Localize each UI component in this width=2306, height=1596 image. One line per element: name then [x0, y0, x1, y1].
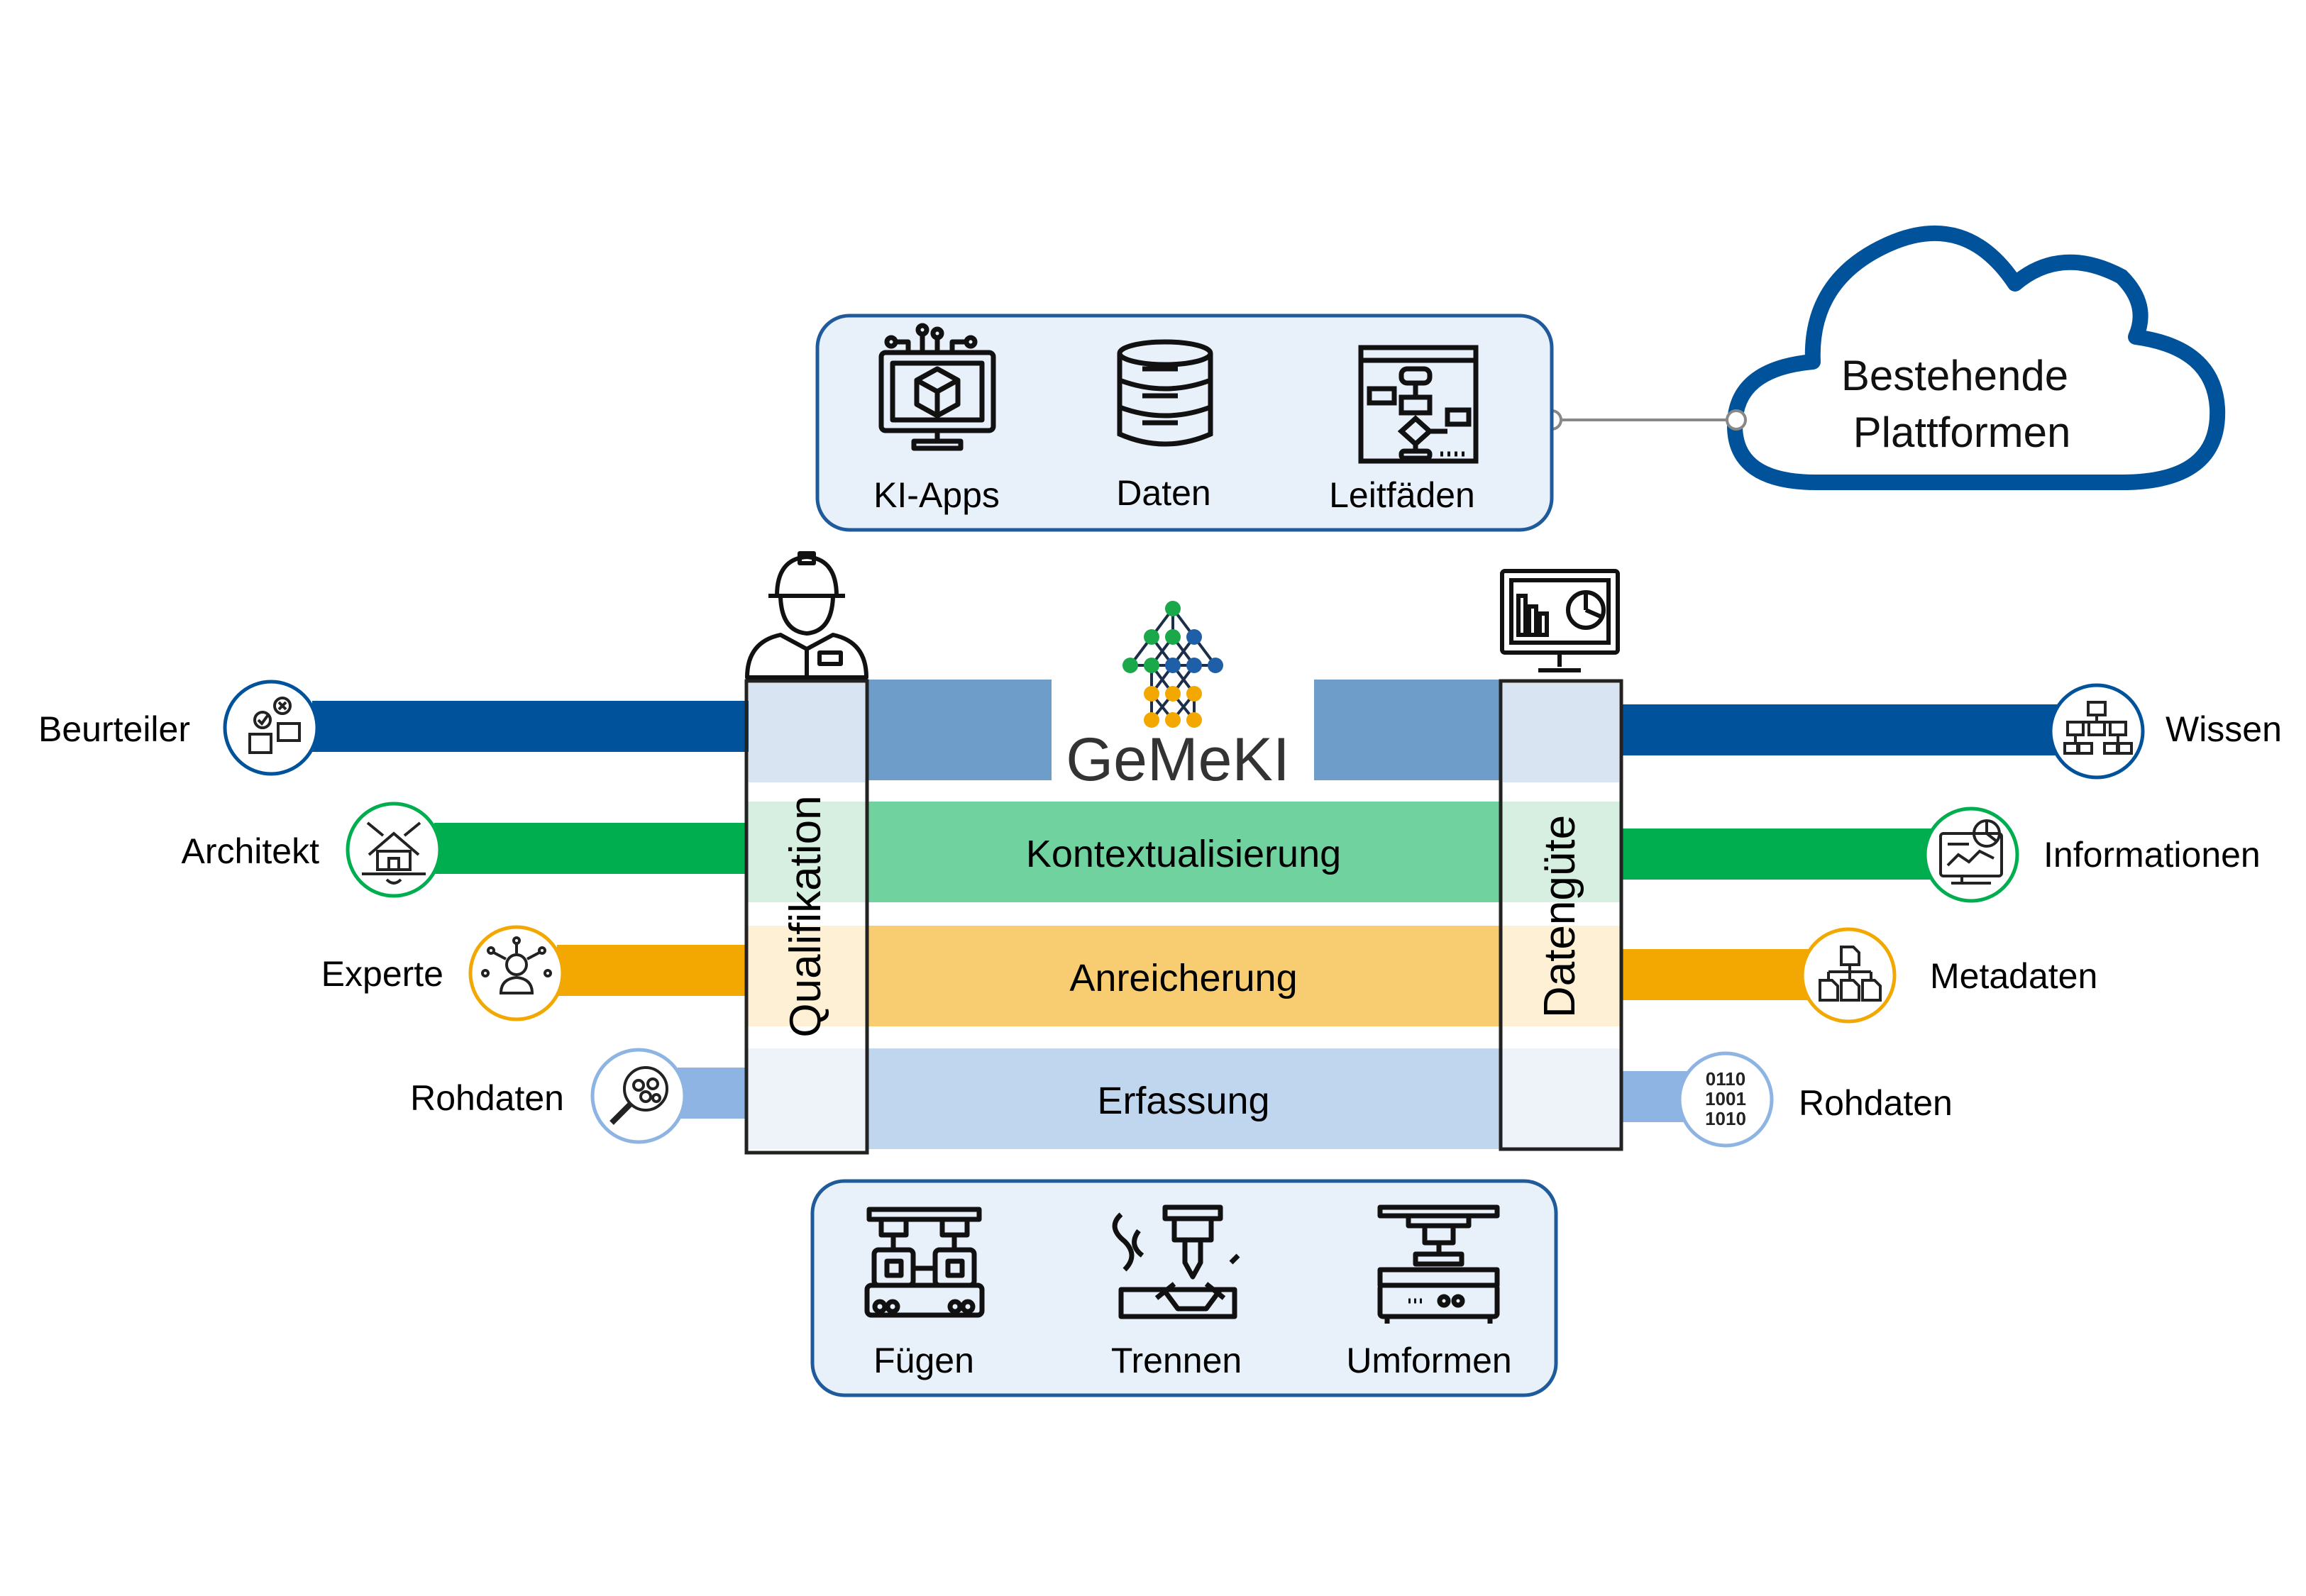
- cutting-tool-icon: [1112, 1204, 1240, 1319]
- layer-label: Anreicherung: [1069, 957, 1297, 999]
- logo-wordmark: GeMeKI: [1066, 726, 1289, 794]
- dashboard-monitor-icon: [1500, 569, 1620, 672]
- layer-label: Erfassung: [1097, 1080, 1269, 1122]
- worker-icon: [745, 551, 868, 680]
- left-connection-bars: [312, 701, 749, 1119]
- right-role-rohdaten: 0110 1001 1010 Rohdaten: [1677, 1051, 1953, 1148]
- bottom-item-label: Fügen: [873, 1341, 974, 1380]
- role-label: Rohdaten: [410, 1078, 564, 1118]
- role-label: Metadaten: [1930, 956, 2097, 996]
- layer-erfassung: [867, 1048, 1501, 1149]
- layer-top-left: [867, 680, 1052, 780]
- flowchart-guide-icon: [1358, 345, 1479, 464]
- layer-anreicherung: [867, 926, 1501, 1026]
- top-item-label: KI-Apps: [873, 475, 1000, 515]
- role-label: Beurteiler: [38, 709, 190, 749]
- top-item-label: Leitfäden: [1329, 475, 1475, 515]
- cloud: Bestehende Plattformen: [1727, 225, 2226, 490]
- top-platform-box: KI-Apps Daten Leitfäden: [815, 314, 1554, 532]
- left-role-architekt: Architekt: [181, 802, 442, 898]
- ai-app-monitor-icon: [878, 323, 996, 451]
- layer-label: Kontextualisierung: [1026, 833, 1341, 875]
- role-label: Wissen: [2166, 709, 2282, 749]
- svg-text:1010: 1010: [1705, 1108, 1746, 1129]
- left-role-rohdaten: Rohdaten: [410, 1048, 687, 1144]
- database-icon: [1117, 339, 1213, 447]
- layer-top-right: [1314, 680, 1501, 780]
- left-role-experte: Experte: [321, 925, 565, 1021]
- right-role-wissen: Wissen: [2048, 683, 2282, 780]
- press-machine-icon: [1377, 1204, 1500, 1324]
- role-label: Rohdaten: [1799, 1083, 1953, 1123]
- pillar-label: Qualifikation: [781, 795, 830, 1037]
- svg-text:1001: 1001: [1705, 1088, 1746, 1109]
- magnifier-data-icon: [590, 1048, 687, 1144]
- cloud-connector: [1541, 409, 1747, 431]
- binary-code-icon: [1677, 1051, 1774, 1148]
- svg-text:0110: 0110: [1706, 1068, 1745, 1090]
- layer-kontextualisierung: [867, 802, 1501, 902]
- bottom-item-label: Trennen: [1111, 1341, 1242, 1380]
- bottom-item-label: Umformen: [1346, 1341, 1511, 1380]
- pillar-qualifikation: Qualifikation: [744, 679, 869, 1155]
- right-role-informationen: Informationen: [1923, 807, 2261, 903]
- hierarchy-icon: [2048, 683, 2145, 780]
- joining-machine-icon: [864, 1207, 985, 1318]
- layer-stack: Kontextualisierung Anreicherung Erfassun…: [746, 680, 1621, 1149]
- network-logo-nodes: [1122, 601, 1223, 728]
- right-role-metadaten: Metadaten: [1800, 927, 2097, 1024]
- pillar-label: Datengüte: [1535, 815, 1584, 1018]
- cloud-label-line1: Bestehende: [1841, 352, 2068, 399]
- right-connection-bars: [1621, 704, 2058, 1122]
- role-label: Experte: [321, 954, 443, 994]
- assessor-icon: [223, 680, 319, 776]
- top-item-label: Daten: [1116, 473, 1210, 513]
- left-role-beurteiler: Beurteiler: [38, 680, 319, 776]
- cloud-label-line2: Plattformen: [1853, 409, 2071, 456]
- role-label: Informationen: [2043, 835, 2261, 875]
- bottom-process-box: Fügen Trennen Umformen: [810, 1179, 1558, 1397]
- pillar-datenguete: Datengüte: [1499, 679, 1623, 1151]
- analytics-screen-icon: [1923, 807, 2019, 903]
- gemeki-logo: GeMeKI: [1066, 601, 1290, 794]
- role-label: Architekt: [181, 831, 319, 871]
